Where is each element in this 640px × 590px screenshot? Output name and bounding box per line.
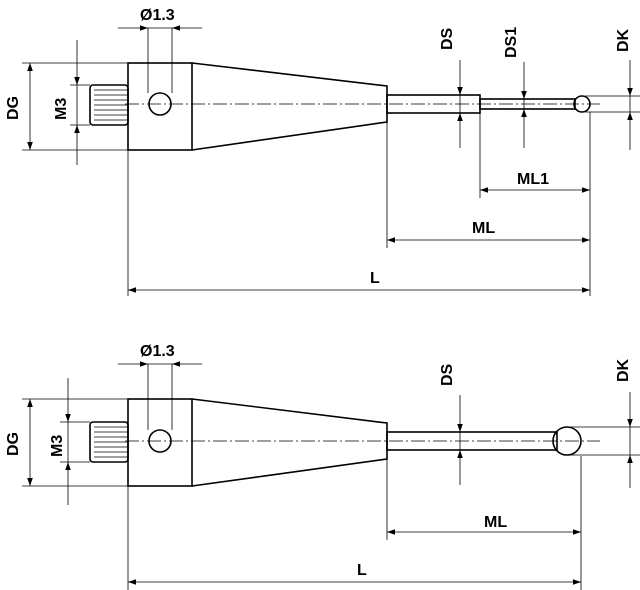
label-l: L <box>357 562 367 579</box>
tapered-shank <box>191 398 388 487</box>
label-dk: DK <box>615 358 632 382</box>
stylus-with-extension-drawing: Ø1.3 DG M3 DS DS1 DK <box>5 7 640 296</box>
label-ds: DS <box>439 363 456 386</box>
label-dk: DK <box>615 28 632 52</box>
stylus-standard-drawing: Ø1.3 DG M3 DS DK ML <box>5 343 640 590</box>
label-l: L <box>370 270 380 287</box>
tapered-shank <box>191 62 388 151</box>
label-hole-diameter: Ø1.3 <box>140 343 175 360</box>
label-ds: DS <box>439 27 456 50</box>
label-ds1: DS1 <box>503 27 520 58</box>
label-m3: M3 <box>49 435 66 457</box>
thread-m3 <box>89 84 129 126</box>
label-hole-diameter: Ø1.3 <box>140 7 175 24</box>
body-block <box>127 62 193 151</box>
label-ml1: ML1 <box>517 171 549 188</box>
label-dg: DG <box>5 96 22 120</box>
label-m3: M3 <box>53 98 70 120</box>
label-ml: ML <box>472 220 495 237</box>
thread-m3 <box>89 421 129 463</box>
label-ml: ML <box>484 514 507 531</box>
body-block <box>127 398 193 487</box>
label-dg: DG <box>5 432 22 456</box>
